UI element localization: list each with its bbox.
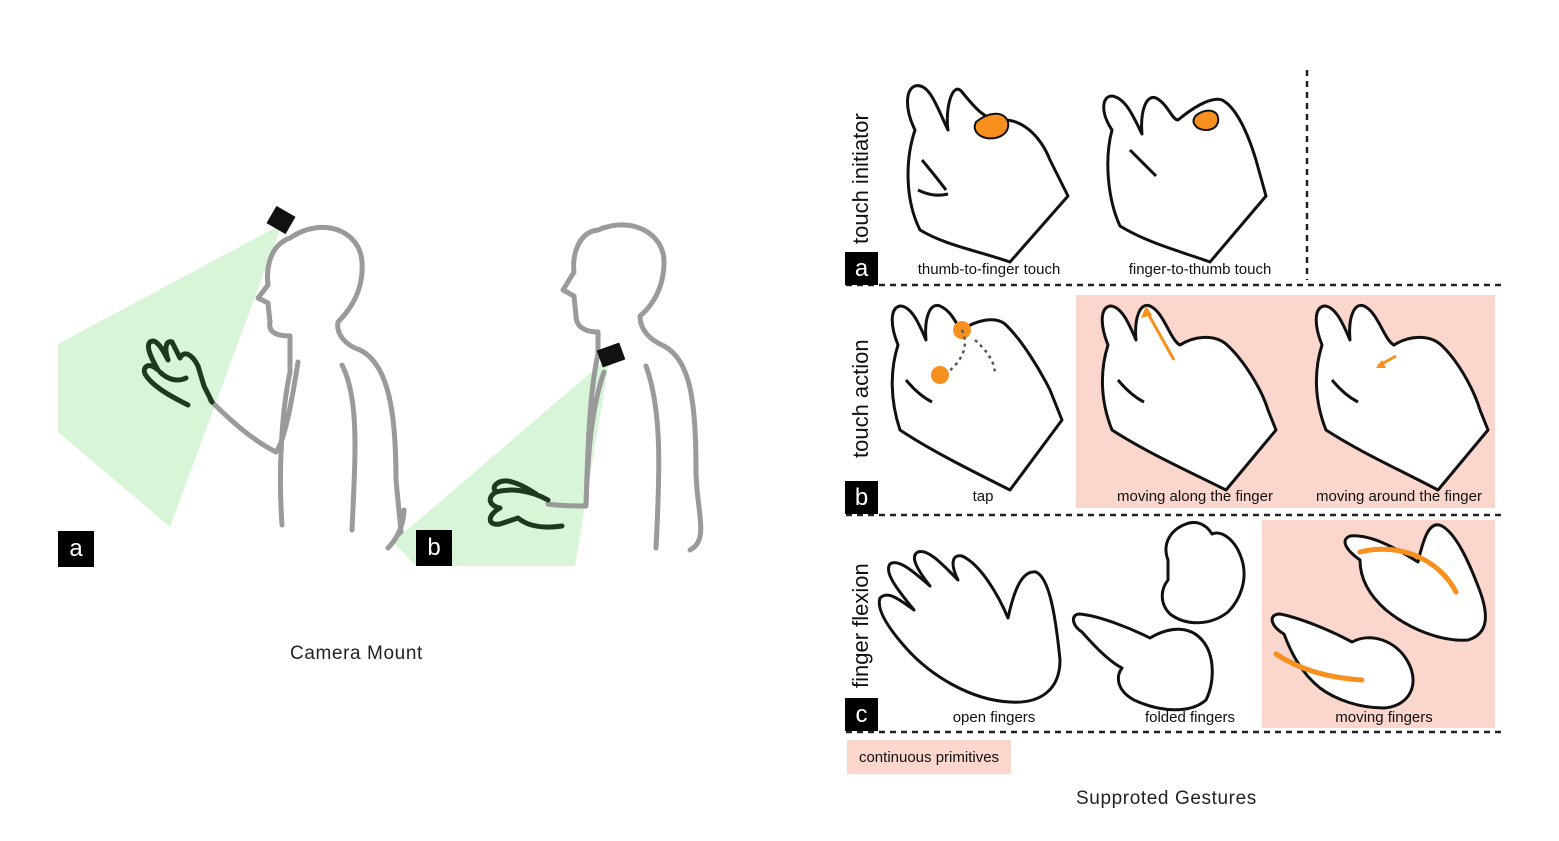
hand-tap-icon (890, 303, 1064, 492)
around-finger-arrowhead (1376, 360, 1386, 368)
moving-fingers-arrow-lower (1273, 651, 1365, 683)
mount-badge-b-label: b (427, 534, 441, 561)
gesture-label: moving along the finger (1117, 488, 1273, 505)
category-finger-flexion: finger flexion (848, 563, 873, 688)
tracked-hand-b (487, 478, 565, 530)
moving-fingers-arrow-upper (1357, 546, 1459, 595)
along-finger-arrowhead (1141, 306, 1152, 318)
hand-moving-along-icon (1100, 303, 1278, 492)
category-touch-action: touch action (848, 339, 873, 458)
camera-b-icon (596, 342, 626, 368)
tracked-hand-a (141, 338, 215, 408)
hand-open-fingers-icon (877, 549, 1062, 704)
category-touch-initiator: touch initiator (848, 113, 873, 244)
hand-moving-fingers-icon (1270, 523, 1487, 710)
hand-moving-around-icon (1314, 303, 1490, 492)
person-b-outline (385, 222, 704, 553)
row-badge-a: a (845, 252, 878, 285)
row-badge-b: b (845, 481, 878, 514)
legend-continuous-primitives: continuous primitives (847, 740, 1011, 774)
mount-badge-a-label: a (69, 535, 83, 562)
caption-camera-mount: Camera Mount (290, 643, 423, 664)
hand-thumb-to-finger-icon (906, 84, 1070, 264)
mount-badge-b (416, 530, 452, 566)
gesture-label: thumb-to-finger touch (917, 261, 1061, 278)
tap-point-end (931, 366, 949, 384)
row-dividers (846, 70, 1506, 734)
person-a-outline (207, 224, 405, 545)
hand-folded-fingers-icon (1072, 520, 1246, 712)
tap-path-dotted (947, 329, 997, 376)
caption-supported-gestures: Supproted Gestures (1076, 788, 1257, 809)
gesture-label: folded fingers (1144, 709, 1236, 726)
gesture-label: open fingers (952, 709, 1036, 726)
touch-point-thumb-to-finger (973, 112, 1010, 140)
camera-fov-b (393, 356, 610, 566)
hand-finger-to-thumb-icon (1102, 94, 1268, 264)
row-badge-c: c (845, 698, 878, 731)
gesture-label: tap (972, 488, 994, 505)
camera-a-icon (266, 205, 296, 235)
along-finger-arrow (1144, 309, 1176, 361)
gesture-label: finger-to-thumb touch (1128, 261, 1272, 278)
camera-fov-a (58, 224, 282, 527)
gesture-label: moving around the finger (1316, 488, 1482, 505)
legend-label: continuous primitives (858, 748, 1000, 766)
touch-point-finger-to-thumb (1192, 109, 1220, 131)
gesture-label: moving fingers (1335, 709, 1433, 726)
mount-badge-a (58, 531, 94, 567)
